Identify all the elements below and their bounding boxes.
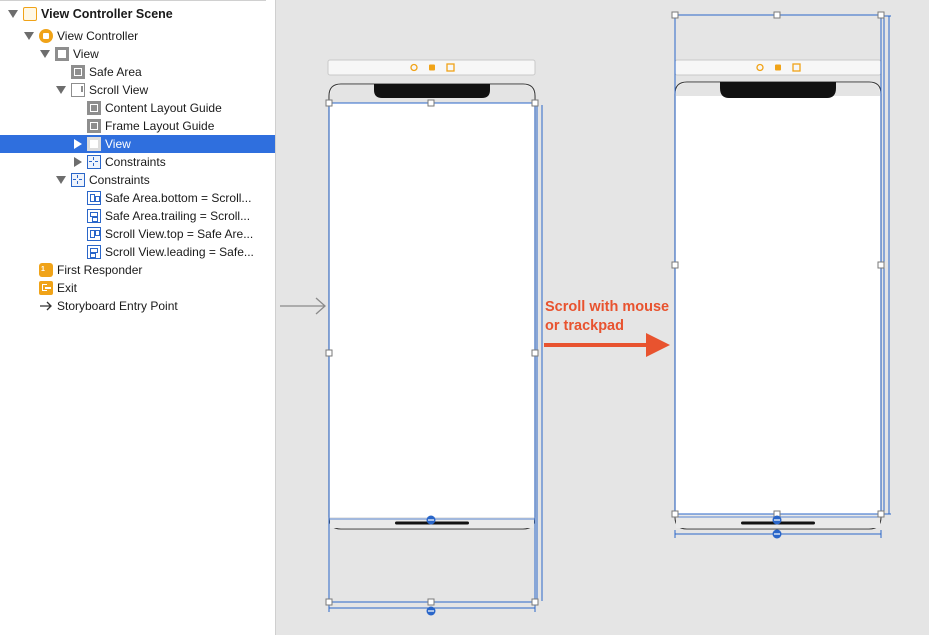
constraint-label: Scroll View.leading = Safe...: [105, 245, 254, 259]
constraint-label: Safe Area.bottom = Scroll...: [105, 191, 252, 205]
outline-row-scroll-view[interactable]: Scroll View: [0, 81, 275, 99]
content-layout-guide-label: Content Layout Guide: [105, 101, 222, 115]
canvas-drawing: [280, 11, 891, 616]
view-controller-label: View Controller: [57, 29, 139, 43]
view-controller-icon: [756, 63, 764, 72]
outline-row-scene[interactable]: View Controller Scene: [0, 5, 275, 23]
outline-row-exit[interactable]: Exit: [0, 279, 275, 297]
first-responder-label: First Responder: [57, 263, 143, 277]
outline-row-frame-layout-guide[interactable]: Frame Layout Guide: [0, 117, 275, 135]
device-notch: [374, 84, 490, 98]
outline-row-first-responder[interactable]: 1 First Responder: [0, 261, 275, 279]
view-icon: [55, 47, 69, 61]
outline-row-constraint[interactable]: Safe Area.trailing = Scroll...: [0, 207, 275, 225]
constraint-label: Scroll View.top = Safe Are...: [105, 227, 254, 241]
divider: [0, 0, 266, 1]
constraints-label: Constraints: [89, 173, 150, 187]
annotation-line-1: Scroll with mouse: [545, 299, 670, 315]
storyboard-entry-arrow: [280, 297, 326, 315]
disclosure-right-icon[interactable]: [74, 157, 82, 167]
disclosure-down-icon[interactable]: [24, 32, 34, 40]
first-responder-icon: 1: [39, 263, 53, 277]
scene-after-scroll[interactable]: [671, 11, 891, 539]
outline-row-entry-point[interactable]: Storyboard Entry Point: [0, 297, 275, 315]
device-frame: [328, 83, 536, 530]
disclosure-down-icon[interactable]: [56, 176, 66, 184]
layout-guide-icon: [87, 119, 101, 133]
scroll-view-label: Scroll View: [89, 83, 149, 97]
outline-row-constraint[interactable]: Scroll View.leading = Safe...: [0, 243, 275, 261]
constraint-bottom-icon: [87, 191, 101, 205]
constraint-leading-icon: [87, 245, 101, 259]
storyboard-canvas[interactable]: Scroll with mouse or trackpad: [276, 0, 929, 635]
outline-row-constraint[interactable]: Scroll View.top = Safe Are...: [0, 225, 275, 243]
outline-row-safe-area[interactable]: Safe Area: [0, 63, 275, 81]
exit-label: Exit: [57, 281, 78, 295]
frame-layout-guide-label: Frame Layout Guide: [105, 119, 215, 133]
layout-guide-icon: [71, 65, 85, 79]
safe-area-label: Safe Area: [89, 65, 142, 79]
outline-row-constraint[interactable]: Safe Area.bottom = Scroll...: [0, 189, 275, 207]
disclosure-down-icon[interactable]: [40, 50, 50, 58]
resize-handles[interactable]: [325, 99, 539, 606]
outline-row-content-layout-guide[interactable]: Content Layout Guide: [0, 99, 275, 117]
scene-before-scroll[interactable]: [325, 59, 543, 616]
exit-icon: [446, 63, 455, 72]
outline-row-view-controller[interactable]: View Controller: [0, 27, 275, 45]
scroll-view-icon: [71, 83, 85, 97]
constraint-trailing-icon: [87, 209, 101, 223]
exit-icon: [39, 281, 53, 295]
outline-row-inner-constraints[interactable]: Constraints: [0, 153, 275, 171]
inner-view-label: View: [105, 137, 131, 151]
first-responder-icon: [775, 64, 781, 71]
view-label: View: [73, 47, 99, 61]
scroll-arrow: [544, 333, 670, 357]
outline-row-inner-view[interactable]: View: [0, 135, 275, 153]
disclosure-down-icon[interactable]: [56, 86, 66, 94]
exit-icon: [792, 63, 801, 72]
constraint-label: Safe Area.trailing = Scroll...: [105, 209, 251, 223]
view-icon: [87, 137, 101, 151]
disclosure-right-icon[interactable]: [74, 139, 82, 149]
scene-label: View Controller Scene: [41, 7, 173, 21]
constraints-icon: [71, 173, 85, 187]
constraints-icon: [87, 155, 101, 169]
outline-row-constraints[interactable]: Constraints: [0, 171, 275, 189]
view-controller-icon: [39, 29, 53, 43]
arrow-right-icon: [40, 301, 52, 311]
scene-icon: [23, 7, 37, 21]
device-notch: [720, 82, 836, 98]
annotation-line-2: or trackpad: [545, 318, 624, 334]
inner-constraints-label: Constraints: [105, 155, 166, 169]
constraint-top-icon: [87, 227, 101, 241]
disclosure-down-icon[interactable]: [8, 10, 18, 18]
device-frame: [674, 81, 882, 530]
document-outline: View Controller Scene View Controller Vi…: [0, 0, 276, 635]
outline-row-view[interactable]: View: [0, 45, 275, 63]
entry-point-label: Storyboard Entry Point: [57, 299, 178, 313]
layout-guide-icon: [87, 101, 101, 115]
scroll-annotation: Scroll with mouse or trackpad: [545, 298, 685, 336]
first-responder-icon: [429, 64, 435, 71]
view-controller-icon: [410, 63, 418, 72]
